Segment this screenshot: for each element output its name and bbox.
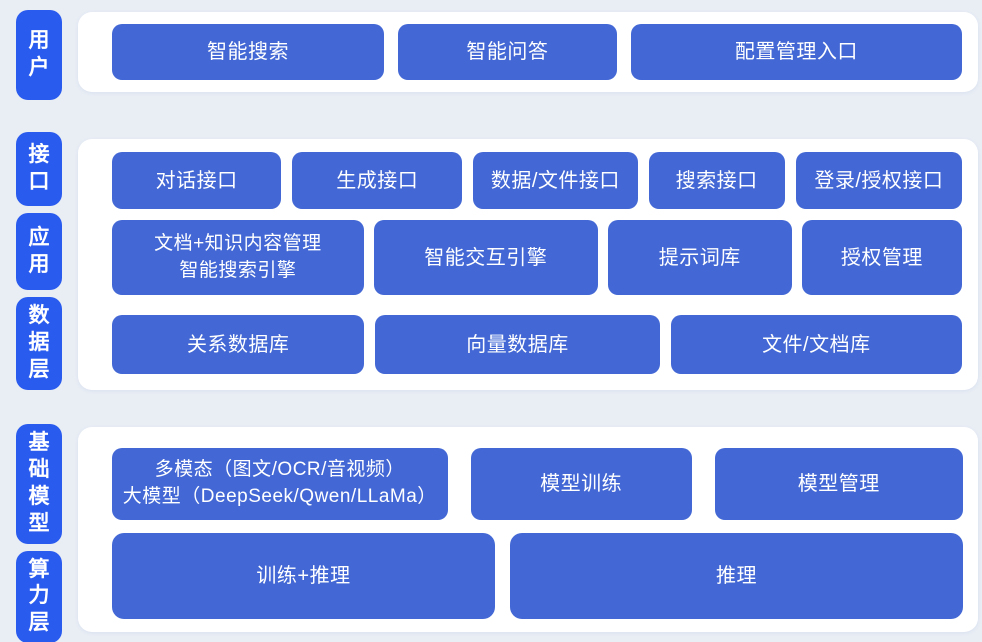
compute-layer-row: 训练+推理 推理: [112, 532, 963, 619]
block-line-2: 智能搜索引擎: [179, 259, 297, 281]
block-dialog-api: 对话接口: [112, 152, 282, 209]
middle-panel: 对话接口 生成接口 数据/文件接口 搜索接口 登录/授权接口 文档+知识内容管理…: [78, 139, 978, 390]
block-file-doc-store: 文件/文档库: [670, 315, 962, 374]
bottom-panel: 多模态（图文/OCR/音视频） 大模型（DeepSeek/Qwen/LLaMa）…: [78, 427, 978, 632]
bottom-label-column: 基础模型 算力层: [16, 424, 62, 642]
block-relational-db: 关系数据库: [112, 315, 365, 374]
layer-label-compute-layer: 算力层: [16, 550, 62, 642]
interface-row: 对话接口 生成接口 数据/文件接口 搜索接口 登录/授权接口: [112, 152, 962, 209]
application-row: 文档+知识内容管理 智能搜索引擎 智能交互引擎 提示词库 授权管理: [112, 220, 962, 295]
block-config-management-entry: 配置管理入口: [630, 24, 962, 80]
block-line-2: 大模型（DeepSeek/Qwen/LLaMa）: [122, 485, 437, 507]
block-line-1: 文档+知识内容管理: [154, 232, 322, 254]
data-layer-row: 关系数据库 向量数据库 文件/文档库: [112, 315, 962, 374]
layer-label-foundation-model: 基础模型: [16, 424, 62, 544]
layer-label-interface: 接口: [16, 132, 62, 206]
layer-label-application: 应用: [16, 212, 62, 291]
foundation-model-row: 多模态（图文/OCR/音视频） 大模型（DeepSeek/Qwen/LLaMa）…: [112, 448, 963, 520]
layer-label-data-layer: 数据层: [16, 297, 62, 390]
user-layer-label-column: 用户: [16, 10, 62, 100]
section-interface-application-data: 接口 应用 数据层 对话接口 生成接口 数据/文件接口 搜索接口 登录/授权接口…: [16, 132, 978, 390]
block-model-training: 模型训练: [470, 448, 692, 520]
block-multimodal-llm: 多模态（图文/OCR/音视频） 大模型（DeepSeek/Qwen/LLaMa）: [112, 448, 448, 520]
block-training-inference: 训练+推理: [112, 532, 495, 619]
middle-label-column: 接口 应用 数据层: [16, 132, 62, 390]
block-auth-management: 授权管理: [801, 220, 962, 295]
block-prompt-library: 提示词库: [607, 220, 792, 295]
user-layer-row: 智能搜索 智能问答 配置管理入口: [112, 24, 962, 80]
block-interaction-engine: 智能交互引擎: [373, 220, 598, 295]
user-layer-panel: 智能搜索 智能问答 配置管理入口: [78, 12, 978, 92]
section-foundation-model-compute: 基础模型 算力层 多模态（图文/OCR/音视频） 大模型（DeepSeek/Qw…: [16, 424, 978, 642]
layer-label-user: 用户: [16, 10, 62, 100]
block-search-api: 搜索接口: [648, 152, 785, 209]
block-doc-knowledge-search-engine: 文档+知识内容管理 智能搜索引擎: [112, 220, 364, 295]
block-smart-qa: 智能问答: [398, 24, 617, 80]
block-model-management: 模型管理: [714, 448, 963, 520]
block-data-file-api: 数据/文件接口: [473, 152, 638, 209]
block-smart-search: 智能搜索: [112, 24, 384, 80]
block-vector-db: 向量数据库: [375, 315, 660, 374]
block-line-1: 多模态（图文/OCR/音视频）: [154, 459, 405, 481]
block-generation-api: 生成接口: [292, 152, 463, 209]
section-user-layer: 用户 智能搜索 智能问答 配置管理入口: [16, 10, 978, 100]
block-login-auth-api: 登录/授权接口: [795, 152, 962, 209]
block-inference: 推理: [510, 532, 963, 619]
